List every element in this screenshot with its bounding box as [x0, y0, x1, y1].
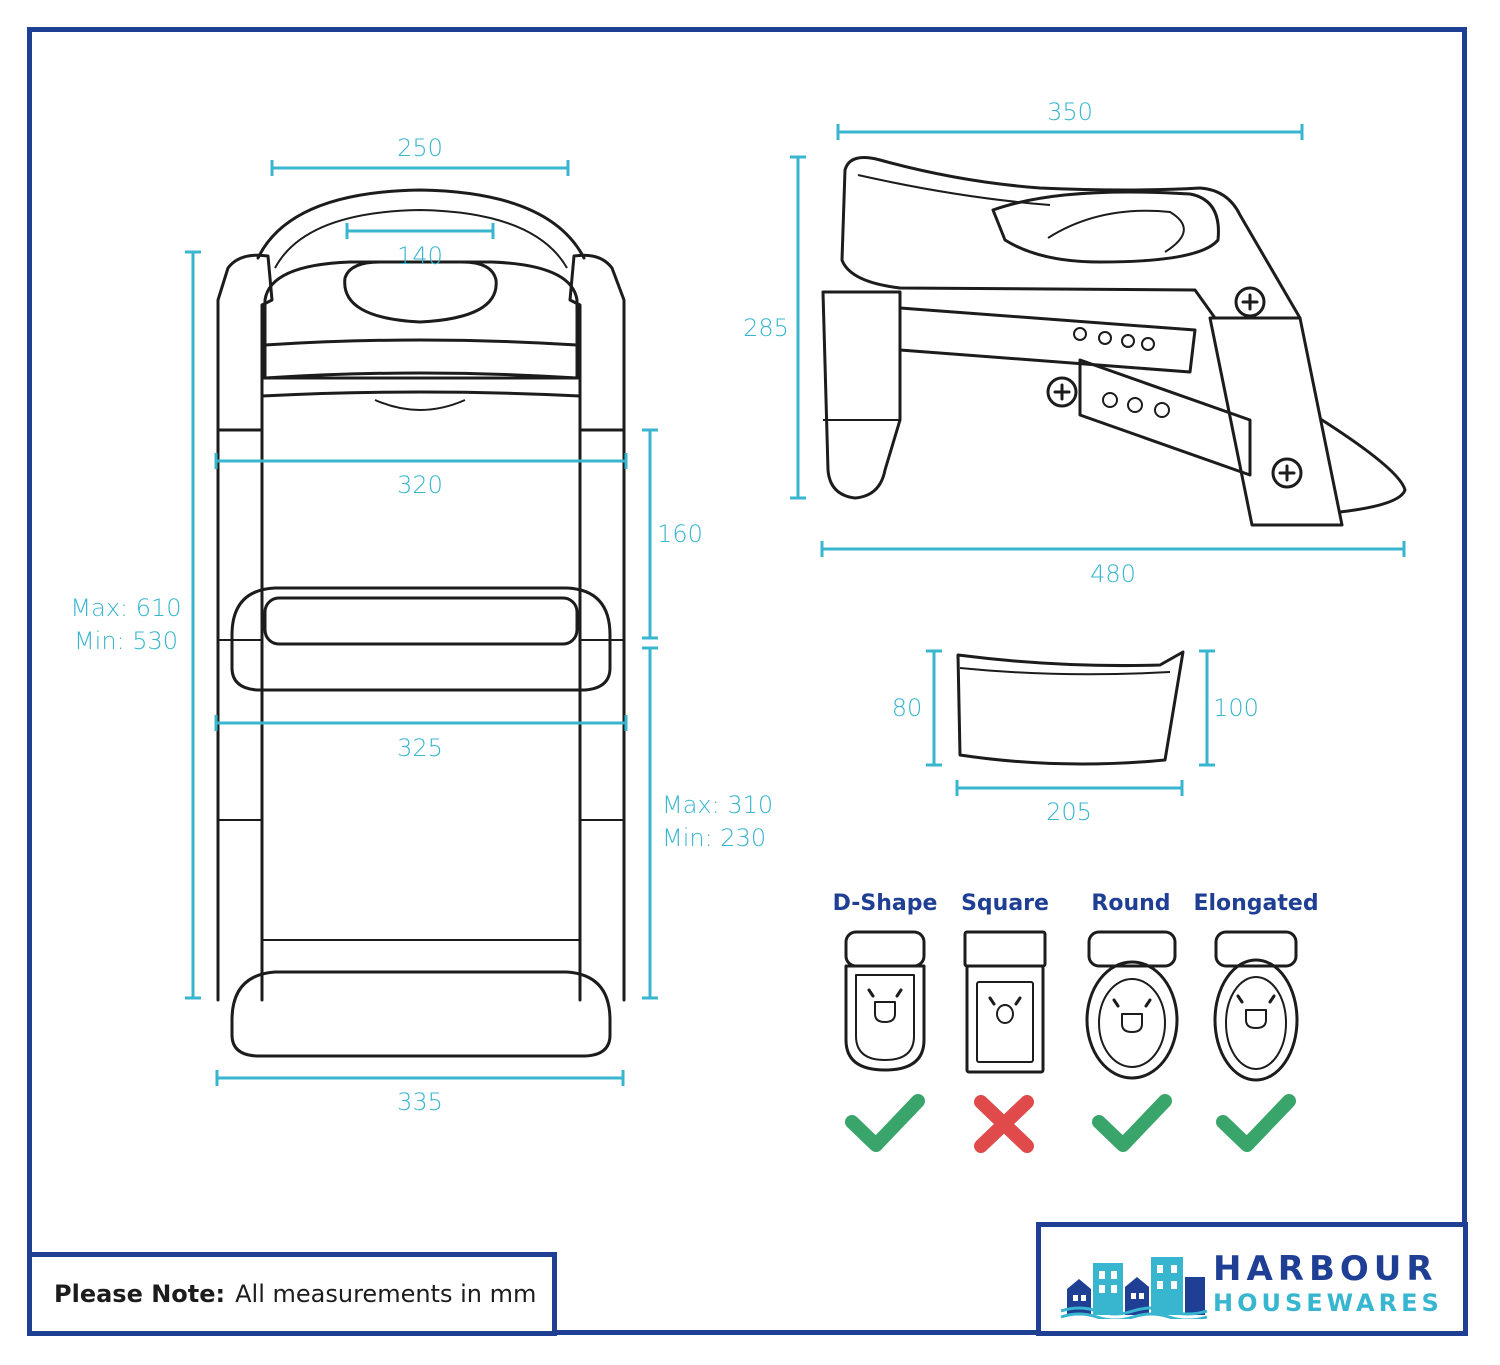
- seat-insert-drawing: [956, 650, 1185, 766]
- dim-upper-width: 320: [397, 471, 443, 499]
- dim-lower-section-max: Max: 310: [662, 791, 773, 819]
- outer-frame: [27, 27, 1467, 1335]
- check-icon-elongated: [1216, 1094, 1296, 1152]
- dim-bottom-width: 335: [397, 1088, 443, 1116]
- dim-side-top-length: 350: [1047, 98, 1093, 126]
- dim-insert-right-height: 100: [1213, 694, 1259, 722]
- buildings-logo-icon: [1060, 1257, 1208, 1319]
- dim-side-height: 285: [743, 314, 789, 342]
- dim-upper-section: 160: [657, 520, 703, 548]
- front-view-drawing: [216, 188, 626, 1058]
- brand-logo-box: HARBOUR HOUSEWARES: [1036, 1222, 1468, 1336]
- note-text: All measurements in mm: [235, 1280, 537, 1308]
- brand-name-line1: HARBOUR: [1213, 1249, 1438, 1289]
- note-box: Please Note: All measurements in mm: [27, 1252, 557, 1336]
- dim-lower-section-min: Min: 230: [662, 824, 766, 852]
- d-shape-toilet-icon: [844, 930, 926, 1072]
- side-view-dimension-lines: [790, 124, 1406, 557]
- square-toilet-icon: [963, 930, 1047, 1074]
- check-icon-d-shape: [845, 1094, 925, 1152]
- round-toilet-icon: [1085, 930, 1179, 1080]
- front-view-dimension-lines: [185, 160, 658, 1086]
- dim-seat-width: 140: [397, 242, 443, 270]
- dim-side-base-length: 480: [1090, 560, 1136, 588]
- cross-icon-square: [974, 1095, 1034, 1153]
- shape-label-square: Square: [961, 891, 1049, 916]
- seat-insert-dimension-lines: [926, 649, 1215, 796]
- dim-middle-width: 325: [397, 734, 443, 762]
- dim-total-height-max: Max: 610: [70, 594, 181, 622]
- elongated-toilet-icon: [1213, 930, 1299, 1082]
- dim-insert-width: 205: [1046, 798, 1092, 826]
- dim-top-width: 250: [397, 134, 443, 162]
- side-view-drawing: [821, 156, 1407, 527]
- shape-label-elongated: Elongated: [1193, 891, 1318, 916]
- dim-insert-left-height: 80: [892, 694, 923, 722]
- check-icon-round: [1092, 1094, 1172, 1152]
- shape-label-round: Round: [1091, 891, 1170, 916]
- shape-label-d-shape: D-Shape: [833, 891, 938, 916]
- brand-name-line2: HOUSEWARES: [1213, 1289, 1443, 1317]
- dim-total-height-min: Min: 530: [74, 627, 178, 655]
- note-bold-label: Please Note:: [54, 1280, 226, 1308]
